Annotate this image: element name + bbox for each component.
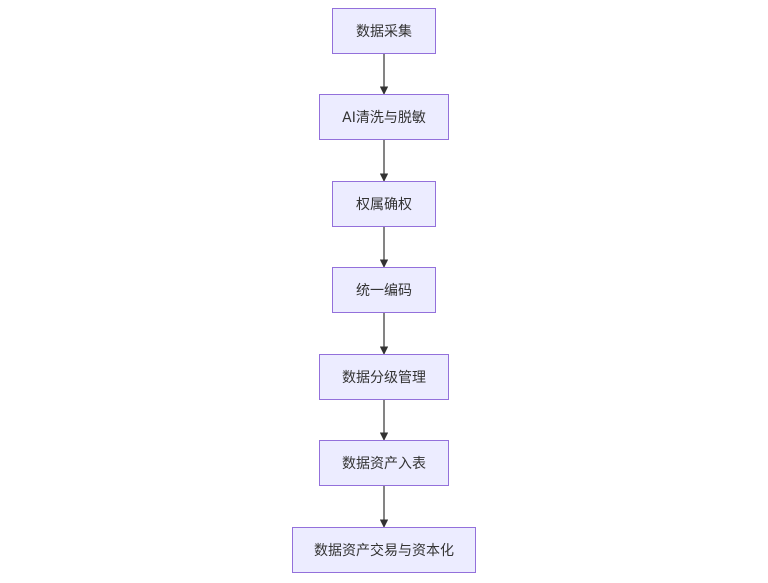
node-label: 数据资产交易与资本化 [314,543,454,559]
node-classification: 数据分级管理 [319,354,449,400]
node-unified-coding: 统一编码 [332,267,436,313]
node-asset-recording: 数据资产入表 [319,440,449,486]
node-ai-cleaning: AI清洗与脱敏 [319,94,449,140]
node-label: AI清洗与脱敏 [342,110,426,126]
node-ownership: 权属确权 [332,181,436,227]
node-label: 统一编码 [356,283,412,299]
node-label: 数据采集 [356,24,412,40]
node-asset-trading: 数据资产交易与资本化 [292,527,476,573]
node-label: 数据资产入表 [342,456,426,472]
node-label: 数据分级管理 [342,370,426,386]
node-data-collection: 数据采集 [332,8,436,54]
node-label: 权属确权 [356,197,412,213]
